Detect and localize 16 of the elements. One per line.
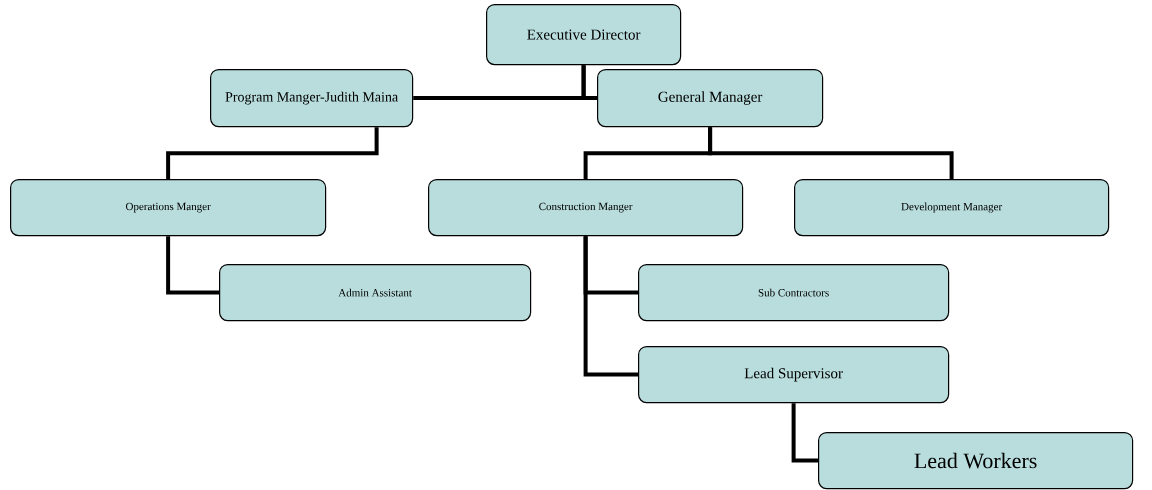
org-box: Operations Manger [10, 179, 327, 237]
connector-line [581, 65, 597, 101]
connector-line [708, 127, 954, 179]
org-box: Development Manager [794, 179, 1110, 237]
org-box: Construction Manger [428, 179, 744, 237]
org-box: Admin Assistant [219, 264, 532, 322]
org-box: Program Manger-Judith Maina [210, 69, 414, 128]
org-box: Lead Supervisor [638, 346, 950, 404]
org-box: General Manager [597, 69, 824, 128]
org-box: Lead Workers [818, 432, 1134, 490]
connector-line [791, 403, 818, 463]
org-box: Sub Contractors [638, 264, 950, 322]
connector-line [166, 236, 219, 295]
connector-line [583, 236, 638, 377]
connector-line [166, 127, 379, 179]
org-box: Executive Director [486, 4, 682, 66]
